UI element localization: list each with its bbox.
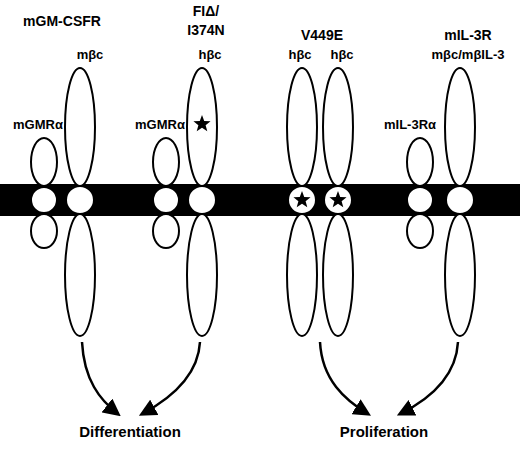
subunit-shape bbox=[405, 136, 435, 250]
receptor-subunit: mβc bbox=[63, 66, 97, 338]
transmembrane-domain bbox=[153, 187, 179, 213]
extracellular-domain bbox=[153, 138, 179, 186]
extracellular-domain bbox=[187, 68, 217, 186]
subunit-label: hβc bbox=[198, 47, 221, 62]
transmembrane-domain bbox=[66, 186, 94, 214]
mutation-star bbox=[193, 115, 210, 131]
subunit-label: hβc bbox=[288, 47, 311, 62]
transmembrane-domain bbox=[188, 186, 216, 214]
receptor-subunit: hβc bbox=[321, 66, 355, 338]
subunit-label: mIL-3Rα bbox=[384, 117, 436, 132]
outcome-label: Differentiation bbox=[79, 422, 181, 441]
receptor-name: FIΔ/ I374N bbox=[182, 2, 230, 40]
mutation-star bbox=[329, 191, 346, 207]
intracellular-domain bbox=[65, 214, 95, 336]
extracellular-domain bbox=[323, 68, 353, 186]
subunit-shape bbox=[185, 66, 219, 338]
intracellular-domain bbox=[323, 214, 353, 336]
subunit-shape bbox=[151, 136, 181, 250]
signal-arrow bbox=[400, 342, 458, 414]
extracellular-domain bbox=[31, 138, 57, 186]
receptor-name: mGM-CSFR bbox=[23, 12, 101, 31]
subunit-shape bbox=[443, 66, 477, 338]
transmembrane-domain bbox=[407, 187, 433, 213]
transmembrane-domain bbox=[446, 186, 474, 214]
intracellular-domain bbox=[287, 214, 317, 336]
outcome-label: Proliferation bbox=[340, 422, 428, 441]
receptor-subunit: hβc bbox=[185, 66, 219, 338]
transmembrane-domain bbox=[288, 186, 316, 214]
subunit-label: mβc bbox=[77, 47, 104, 62]
intracellular-domain bbox=[31, 214, 57, 248]
mutation-star bbox=[293, 191, 310, 207]
extracellular-domain bbox=[65, 68, 95, 186]
transmembrane-domain bbox=[31, 187, 57, 213]
subunit-shape bbox=[29, 136, 59, 250]
intracellular-domain bbox=[187, 214, 217, 336]
intracellular-domain bbox=[445, 214, 475, 336]
subunit-label: mGMRα bbox=[135, 117, 185, 132]
receptor-subunit: mGMRα bbox=[29, 136, 59, 250]
extracellular-domain bbox=[445, 68, 475, 186]
subunit-label: hβc bbox=[330, 47, 353, 62]
cell-membrane bbox=[0, 184, 520, 216]
receptor-name: V449E bbox=[301, 26, 343, 45]
subunit-shape bbox=[63, 66, 97, 338]
receptor-subunit: hβc bbox=[285, 66, 319, 338]
subunit-shape bbox=[285, 66, 319, 338]
transmembrane-domain bbox=[324, 186, 352, 214]
signal-arrow bbox=[82, 342, 118, 414]
receptor-subunit: mIL-3Rα bbox=[405, 136, 435, 250]
extracellular-domain bbox=[287, 68, 317, 186]
receptor-name: mIL-3R bbox=[444, 26, 491, 45]
subunit-label: mGMRα bbox=[13, 117, 63, 132]
signal-arrow bbox=[320, 342, 368, 414]
intracellular-domain bbox=[153, 214, 179, 248]
subunit-shape bbox=[321, 66, 355, 338]
receptor-subunit: mβc/mβIL-3 bbox=[443, 66, 477, 338]
receptor-subunit: mGMRα bbox=[151, 136, 181, 250]
subunit-label: mβc/mβIL-3 bbox=[432, 47, 505, 62]
signal-arrow bbox=[142, 342, 200, 414]
extracellular-domain bbox=[407, 138, 433, 186]
intracellular-domain bbox=[407, 214, 433, 248]
